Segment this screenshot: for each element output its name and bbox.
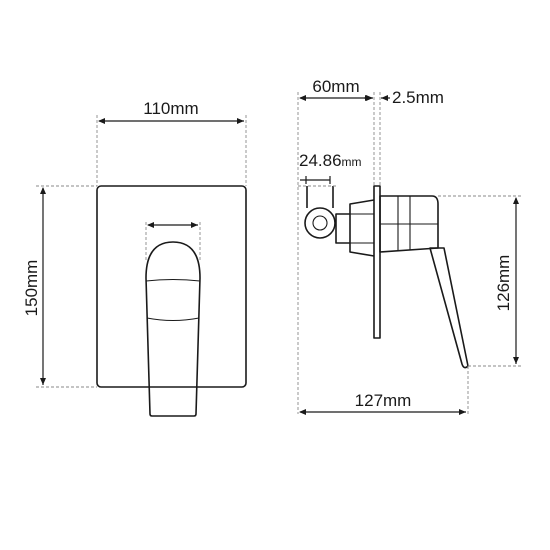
width-label: 110mm xyxy=(143,99,198,118)
diameter-unit: mm xyxy=(342,155,362,169)
handle-divider xyxy=(146,317,200,322)
handle-cap-line xyxy=(145,278,201,282)
connector-stub xyxy=(306,186,334,208)
concealed-body xyxy=(349,199,375,257)
connector-neck xyxy=(335,213,350,244)
depth-label: 60mm xyxy=(312,77,359,96)
diameter-label: 24.86mm xyxy=(299,151,362,170)
handle-lever xyxy=(145,241,201,417)
connector-inner xyxy=(312,215,328,231)
height-label: 150mm xyxy=(22,260,41,317)
front-view: 110mm 150mm xyxy=(22,99,247,417)
side-wall-plate xyxy=(373,185,381,339)
side-lever-arm xyxy=(429,247,469,369)
handle-height-label: 126mm xyxy=(494,255,513,312)
length-label: 127mm xyxy=(355,391,412,410)
wall-plate xyxy=(96,185,247,388)
connector-circle xyxy=(304,207,336,239)
diameter-value: 24.86 xyxy=(299,151,342,170)
side-view: 60mm 2.5mm 24.86mm 126mm 127mm xyxy=(297,77,522,415)
plate-label: 2.5mm xyxy=(392,88,444,107)
side-handle-body xyxy=(379,195,439,253)
